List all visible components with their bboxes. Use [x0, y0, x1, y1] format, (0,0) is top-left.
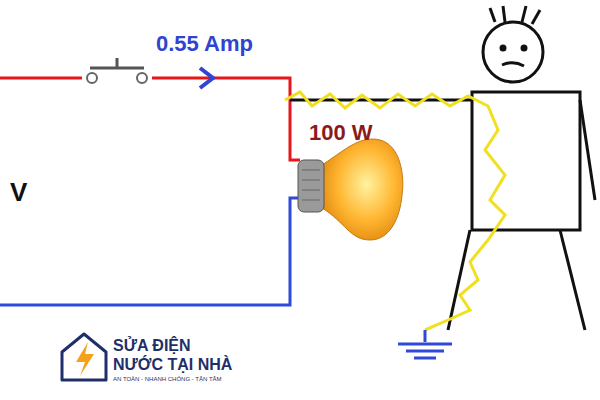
- current-arrow: [200, 68, 213, 88]
- switch-symbol: [82, 58, 152, 83]
- logo-text: SỬA ĐIỆN: [113, 337, 191, 355]
- neutral-wire: [0, 198, 300, 305]
- shock-path: [285, 92, 505, 330]
- stick-figure: [448, 6, 595, 330]
- logo-text: NƯỚC TẠI NHÀ: [113, 356, 232, 374]
- light-bulb: [298, 139, 403, 240]
- current-label: 0.55 Amp: [156, 32, 253, 56]
- live-wire: [0, 78, 300, 160]
- power-label: 100 W: [309, 121, 373, 145]
- ground-symbol: [398, 330, 452, 358]
- voltage-label: V: [10, 178, 27, 207]
- logo-slogan: AN TOÀN - NHANH CHÓNG - TẬN TÂM: [113, 376, 222, 383]
- logo-icon: [62, 334, 106, 380]
